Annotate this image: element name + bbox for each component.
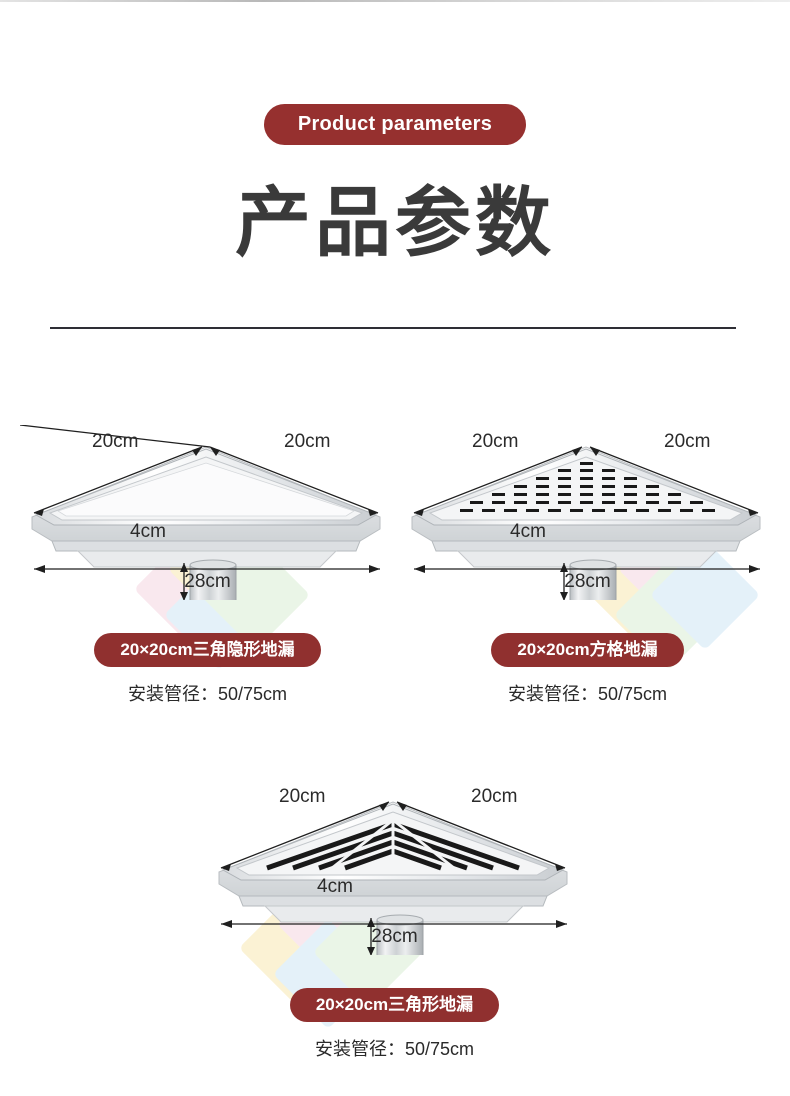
product-parameters-badge: Product parameters: [263, 104, 527, 145]
product-name-3: 20×20cm三角形地漏: [289, 988, 500, 1022]
product-cell-3: 20cm 20cm 4cm 28cm 20×20cm三角形地漏 安装管径：50/…: [207, 780, 582, 1070]
dimension-right-3: 20cm: [471, 786, 518, 807]
top-hairline: [0, 0, 790, 2]
drain-illustration-3: [218, 801, 568, 955]
base-dimension-line-2: [414, 565, 760, 573]
dimension-height-1: 4cm: [130, 521, 166, 542]
base-dimension-line-1: [34, 565, 380, 573]
dimension-height-3: 4cm: [317, 876, 353, 897]
product-figure-3: 20cm 20cm 4cm: [207, 780, 582, 955]
product-figure-2: 20cm 20cm 4cm: [400, 425, 775, 600]
product-name-2: 20×20cm方格地漏: [491, 633, 684, 667]
dimension-left-3: 20cm: [279, 786, 326, 807]
product-cell-2: 20cm 20cm 4cm 28cm 20×20cm方格地漏 安装管径：50/7…: [400, 425, 775, 715]
product-name-1: 20×20cm三角隐形地漏: [94, 633, 321, 667]
product-figure-1: 20cm 20cm 4cm: [20, 425, 395, 600]
dimension-right-2: 20cm: [664, 431, 711, 452]
dimension-base-1: 28cm: [184, 571, 231, 592]
dimension-height-2: 4cm: [510, 521, 546, 542]
product-label-container-1: 20×20cm三角隐形地漏: [20, 633, 395, 667]
header-divider: [50, 327, 736, 329]
product-cell-1: 20cm 20cm 4cm 28cm 20×20cm三角隐形地漏 安装管径：50…: [20, 425, 395, 715]
dimension-left-2: 20cm: [472, 431, 519, 452]
product-spec-3: 安装管径：50/75cm: [314, 1039, 475, 1059]
product-label-container-2: 20×20cm方格地漏: [400, 633, 775, 667]
product-label-container-3: 20×20cm三角形地漏: [207, 988, 582, 1022]
dimension-left-1: 20cm: [92, 431, 139, 452]
product-spec-1: 安装管径：50/75cm: [127, 684, 288, 704]
base-dimension-line-3: [221, 920, 567, 928]
drain-illustration-2: [411, 446, 761, 600]
page-title: 产品参数: [235, 181, 555, 266]
drain-illustration-1: [20, 425, 381, 600]
dimension-base-3: 28cm: [371, 926, 418, 947]
product-spec-2: 安装管径：50/75cm: [507, 684, 668, 704]
dimension-right-1: 20cm: [284, 431, 331, 452]
dimension-base-2: 28cm: [564, 571, 611, 592]
product-parameters-badge-container: Product parameters: [0, 104, 790, 145]
